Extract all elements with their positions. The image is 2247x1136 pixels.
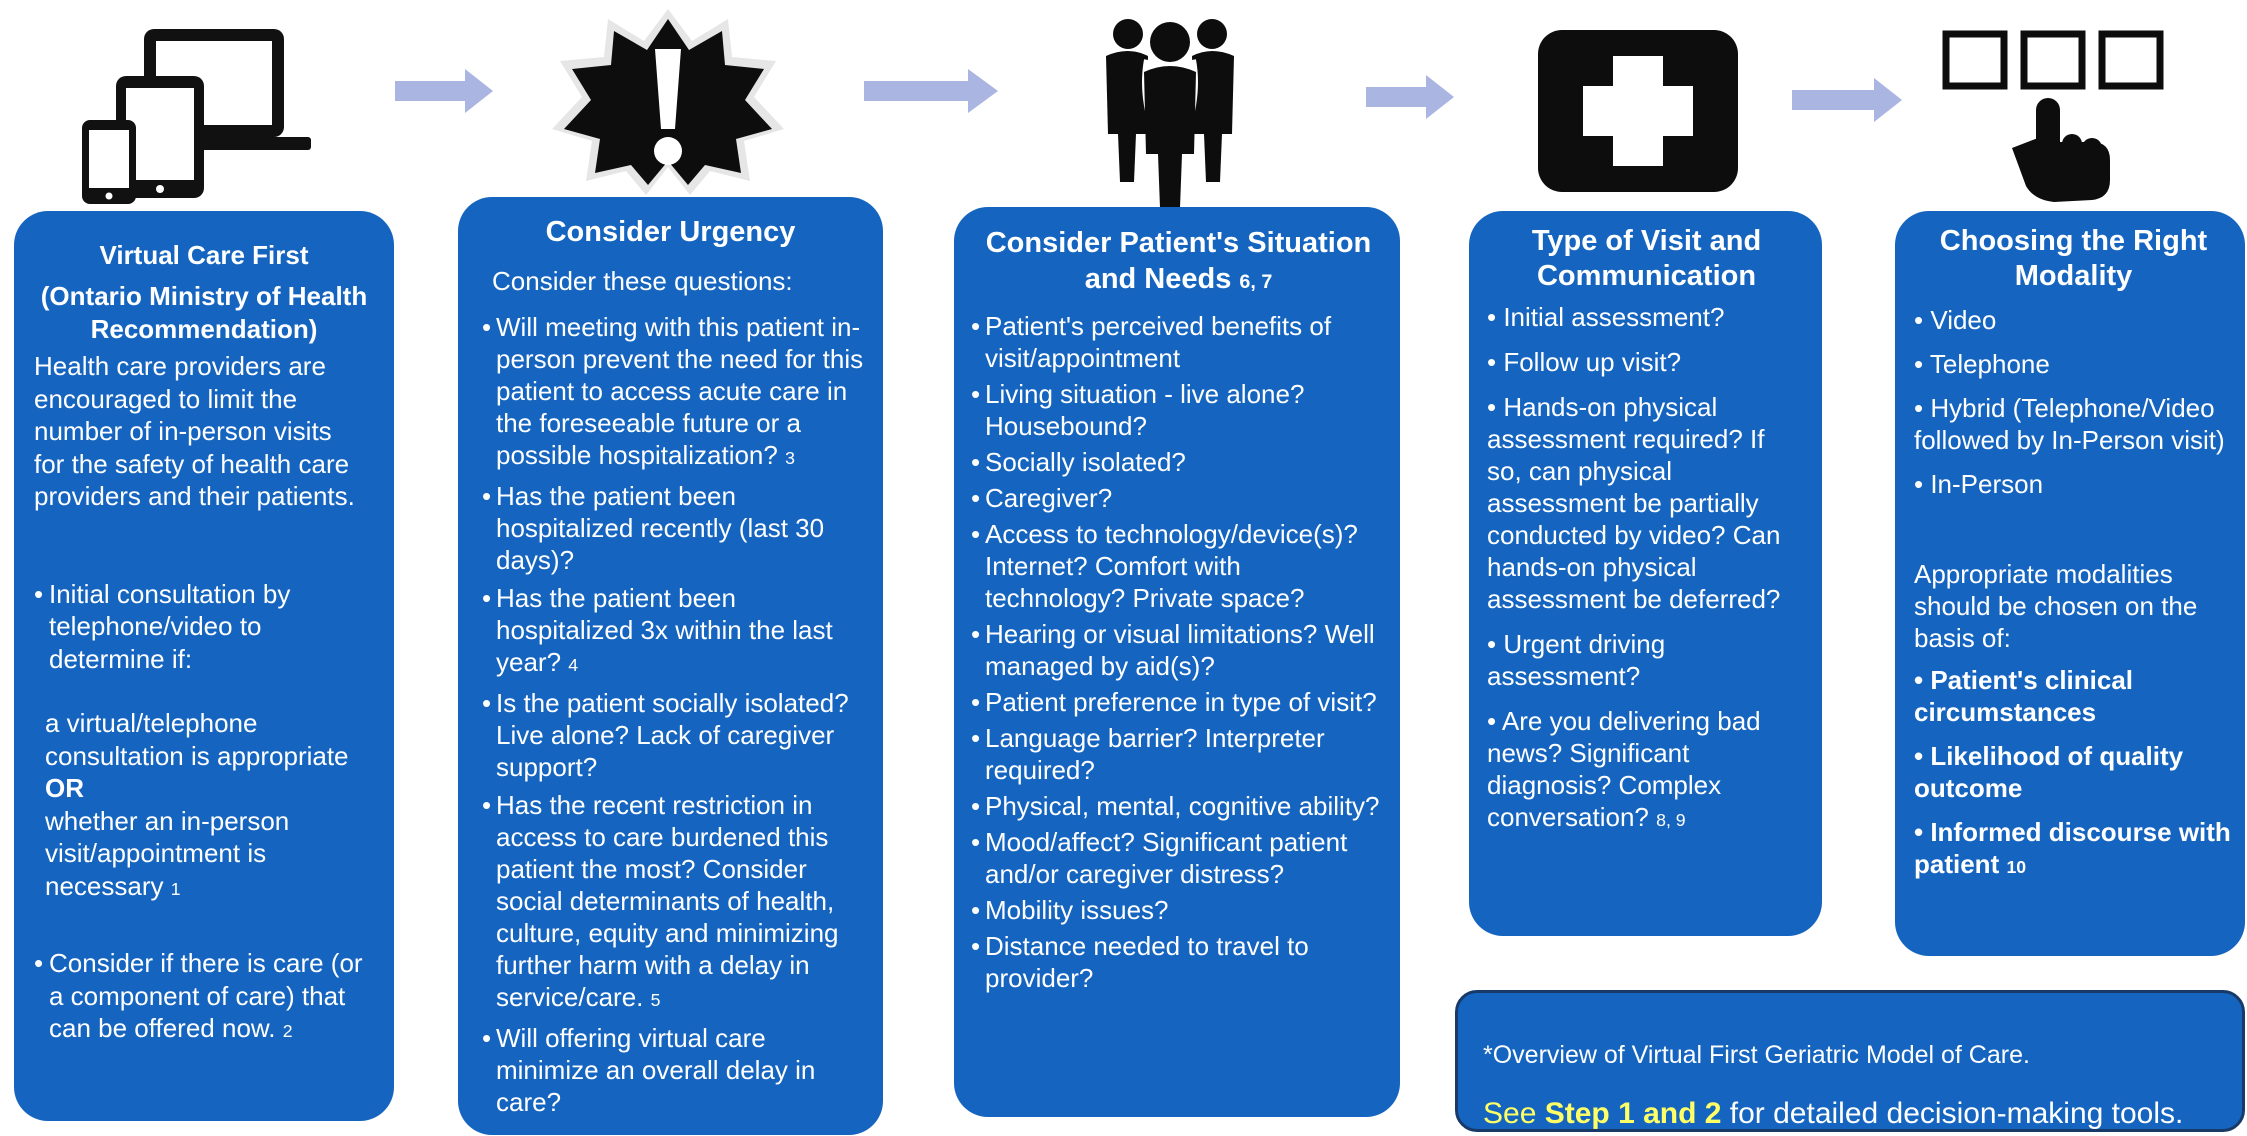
exclamation-burst-icon bbox=[548, 5, 788, 199]
note-rest: for detailed decision-making tools. bbox=[1721, 1097, 2184, 1130]
step1-option-virtual: a virtual/telephone consultation is appr… bbox=[45, 708, 349, 771]
urgency-question-text: Is the patient socially isolated? Live a… bbox=[496, 688, 849, 782]
devices-icon bbox=[76, 22, 326, 206]
ref-3: 3 bbox=[785, 448, 795, 468]
step1-subtitle: (Ontario Ministry of Health Recommendati… bbox=[40, 281, 368, 344]
situation-item: Access to technology/device(s)? Internet… bbox=[971, 518, 1386, 614]
urgency-question-text: Has the recent restriction in access to … bbox=[496, 790, 839, 1012]
urgency-question: Will offering virtual care minimize an o… bbox=[482, 1022, 867, 1118]
step1-option2-text: whether an in-person visit/appointment i… bbox=[45, 805, 290, 901]
note-steps-highlight: Step 1 and 2 bbox=[1544, 1097, 1722, 1130]
situation-item: Mood/affect? Significant patient and/or … bbox=[971, 826, 1386, 890]
situation-item: Living situation - live alone? Houseboun… bbox=[971, 378, 1386, 442]
ref-8-9: 8, 9 bbox=[1656, 810, 1686, 830]
urgency-question-text: Has the patient been hospitalized recent… bbox=[496, 481, 825, 575]
step-choosing-modality: Choosing the Right Modality • Video • Te… bbox=[1895, 211, 2245, 956]
arrow-step1-step2 bbox=[395, 69, 493, 113]
step1-bullet-initial-consultation: Initial consultation by telephone/video … bbox=[34, 578, 374, 676]
urgency-question: Has the recent restriction in access to … bbox=[482, 789, 867, 1016]
modality-item: • In-Person bbox=[1914, 469, 2044, 499]
urgency-question: Is the patient socially isolated? Live a… bbox=[482, 687, 867, 783]
step1-options: a virtual/telephone consultation is appr… bbox=[34, 707, 374, 905]
situation-item: Distance needed to travel to provider? bbox=[971, 930, 1386, 994]
arrow-step2-step3 bbox=[864, 69, 998, 113]
urgency-question-text: Will meeting with this patient in-person… bbox=[496, 312, 864, 470]
visit-type-item: • Initial assessment? bbox=[1487, 302, 1725, 332]
urgency-question: Has the patient been hospitalized recent… bbox=[482, 480, 867, 576]
situation-item: Caregiver? bbox=[971, 482, 1386, 514]
situation-item: Mobility issues? bbox=[971, 894, 1386, 926]
note-overview-line: *Overview of Virtual First Geriatric Mod… bbox=[1483, 1041, 2030, 1069]
situation-item: Hearing or visual limitations? Well mana… bbox=[971, 618, 1386, 682]
basis-item: • Informed discourse with patient 10 bbox=[1914, 816, 2233, 883]
ref-5: 5 bbox=[650, 990, 661, 1010]
modality-item: • Telephone bbox=[1914, 349, 2050, 379]
situation-item: Patient's perceived benefits of visit/ap… bbox=[971, 310, 1386, 374]
visit-type-item: • Follow up visit? bbox=[1487, 347, 1682, 377]
modality-item: • Hybrid (Telephone/Video followed by In… bbox=[1914, 393, 2225, 455]
situation-item: Socially isolated? bbox=[971, 446, 1386, 478]
step1-or: OR bbox=[45, 773, 84, 803]
visit-type-item: • Urgent driving assessment? bbox=[1487, 629, 1666, 691]
note-see-steps: See Step 1 and 2 for detailed decision-m… bbox=[1483, 1096, 2217, 1132]
situation-list: Patient's perceived benefits of visit/ap… bbox=[971, 310, 1386, 994]
ref-1: 1 bbox=[170, 878, 181, 899]
step2-title: Consider Urgency bbox=[545, 216, 796, 248]
situation-item: Physical, mental, cognitive ability? bbox=[971, 790, 1386, 822]
step1-title: Virtual Care First bbox=[99, 240, 309, 270]
step-consider-urgency: Consider Urgency Consider these question… bbox=[458, 197, 883, 1135]
visit-type-item-text: • Are you delivering bad news? Significa… bbox=[1487, 706, 1761, 832]
urgency-question-text: Will offering virtual care minimize an o… bbox=[496, 1023, 816, 1117]
basis-item: • Patient's clinical circumstances bbox=[1914, 665, 2134, 727]
situation-item: Patient preference in type of visit? bbox=[971, 686, 1386, 718]
step1-option-in-person: whether an in-person visit/appointment i… bbox=[45, 805, 374, 906]
modality-list: • Video • Telephone • Hybrid (Telephone/… bbox=[1914, 304, 2233, 500]
step-patient-situation: Consider Patient's Situation and Needs 6… bbox=[954, 207, 1400, 1117]
people-group-icon bbox=[1090, 12, 1250, 208]
step3-title-text: Consider Patient's Situation and Needs bbox=[985, 227, 1372, 295]
step1-bullet2-text: Consider if there is care (or a componen… bbox=[49, 948, 363, 1043]
situation-item: Language barrier? Interpreter required? bbox=[971, 722, 1386, 786]
visit-type-item: • Hands-on physical assessment required?… bbox=[1487, 392, 1781, 614]
visit-type-item: • Are you delivering bad news? Significa… bbox=[1487, 705, 1806, 836]
modality-basis-intro: Appropriate modalities should be chosen … bbox=[1914, 559, 2198, 653]
step1-bullet-care-now: Consider if there is care (or a componen… bbox=[34, 947, 374, 1048]
step2-lead: Consider these questions: bbox=[492, 266, 793, 296]
hand-choice-icon bbox=[1942, 30, 2172, 206]
note-see: See bbox=[1483, 1097, 1545, 1130]
ref-2: 2 bbox=[282, 1021, 293, 1041]
arrow-step3-step4 bbox=[1366, 75, 1454, 119]
step3-title: Consider Patient's Situation and Needs 6… bbox=[971, 225, 1386, 300]
urgency-question: Will meeting with this patient in-person… bbox=[482, 311, 867, 474]
basis-item: • Likelihood of quality outcome bbox=[1914, 741, 2184, 803]
urgency-question-text: Has the patient been hospitalized 3x wit… bbox=[496, 583, 833, 677]
ref-10: 10 bbox=[2006, 857, 2027, 877]
ref-4: 4 bbox=[568, 655, 579, 675]
step4-title: Type of Visit and Communication bbox=[1531, 225, 1762, 292]
step-virtual-care-first: Virtual Care First (Ontario Ministry of … bbox=[14, 211, 394, 1121]
step1-intro: Health care providers are encouraged to … bbox=[34, 351, 355, 511]
ref-6-7: 6, 7 bbox=[1239, 271, 1273, 293]
visit-type-list: • Initial assessment? • Follow up visit?… bbox=[1487, 301, 1806, 836]
step5-title: Choosing the Right Modality bbox=[1939, 225, 2208, 292]
urgency-question: Has the patient been hospitalized 3x wit… bbox=[482, 582, 867, 681]
modality-item: • Video bbox=[1914, 305, 1997, 335]
basis-item-text: • Informed discourse with patient bbox=[1914, 817, 2231, 879]
medical-cross-icon bbox=[1538, 30, 1738, 192]
overview-note: *Overview of Virtual First Geriatric Mod… bbox=[1455, 990, 2245, 1132]
arrow-step4-step5 bbox=[1792, 78, 1902, 122]
step-type-of-visit: Type of Visit and Communication • Initia… bbox=[1469, 211, 1822, 936]
